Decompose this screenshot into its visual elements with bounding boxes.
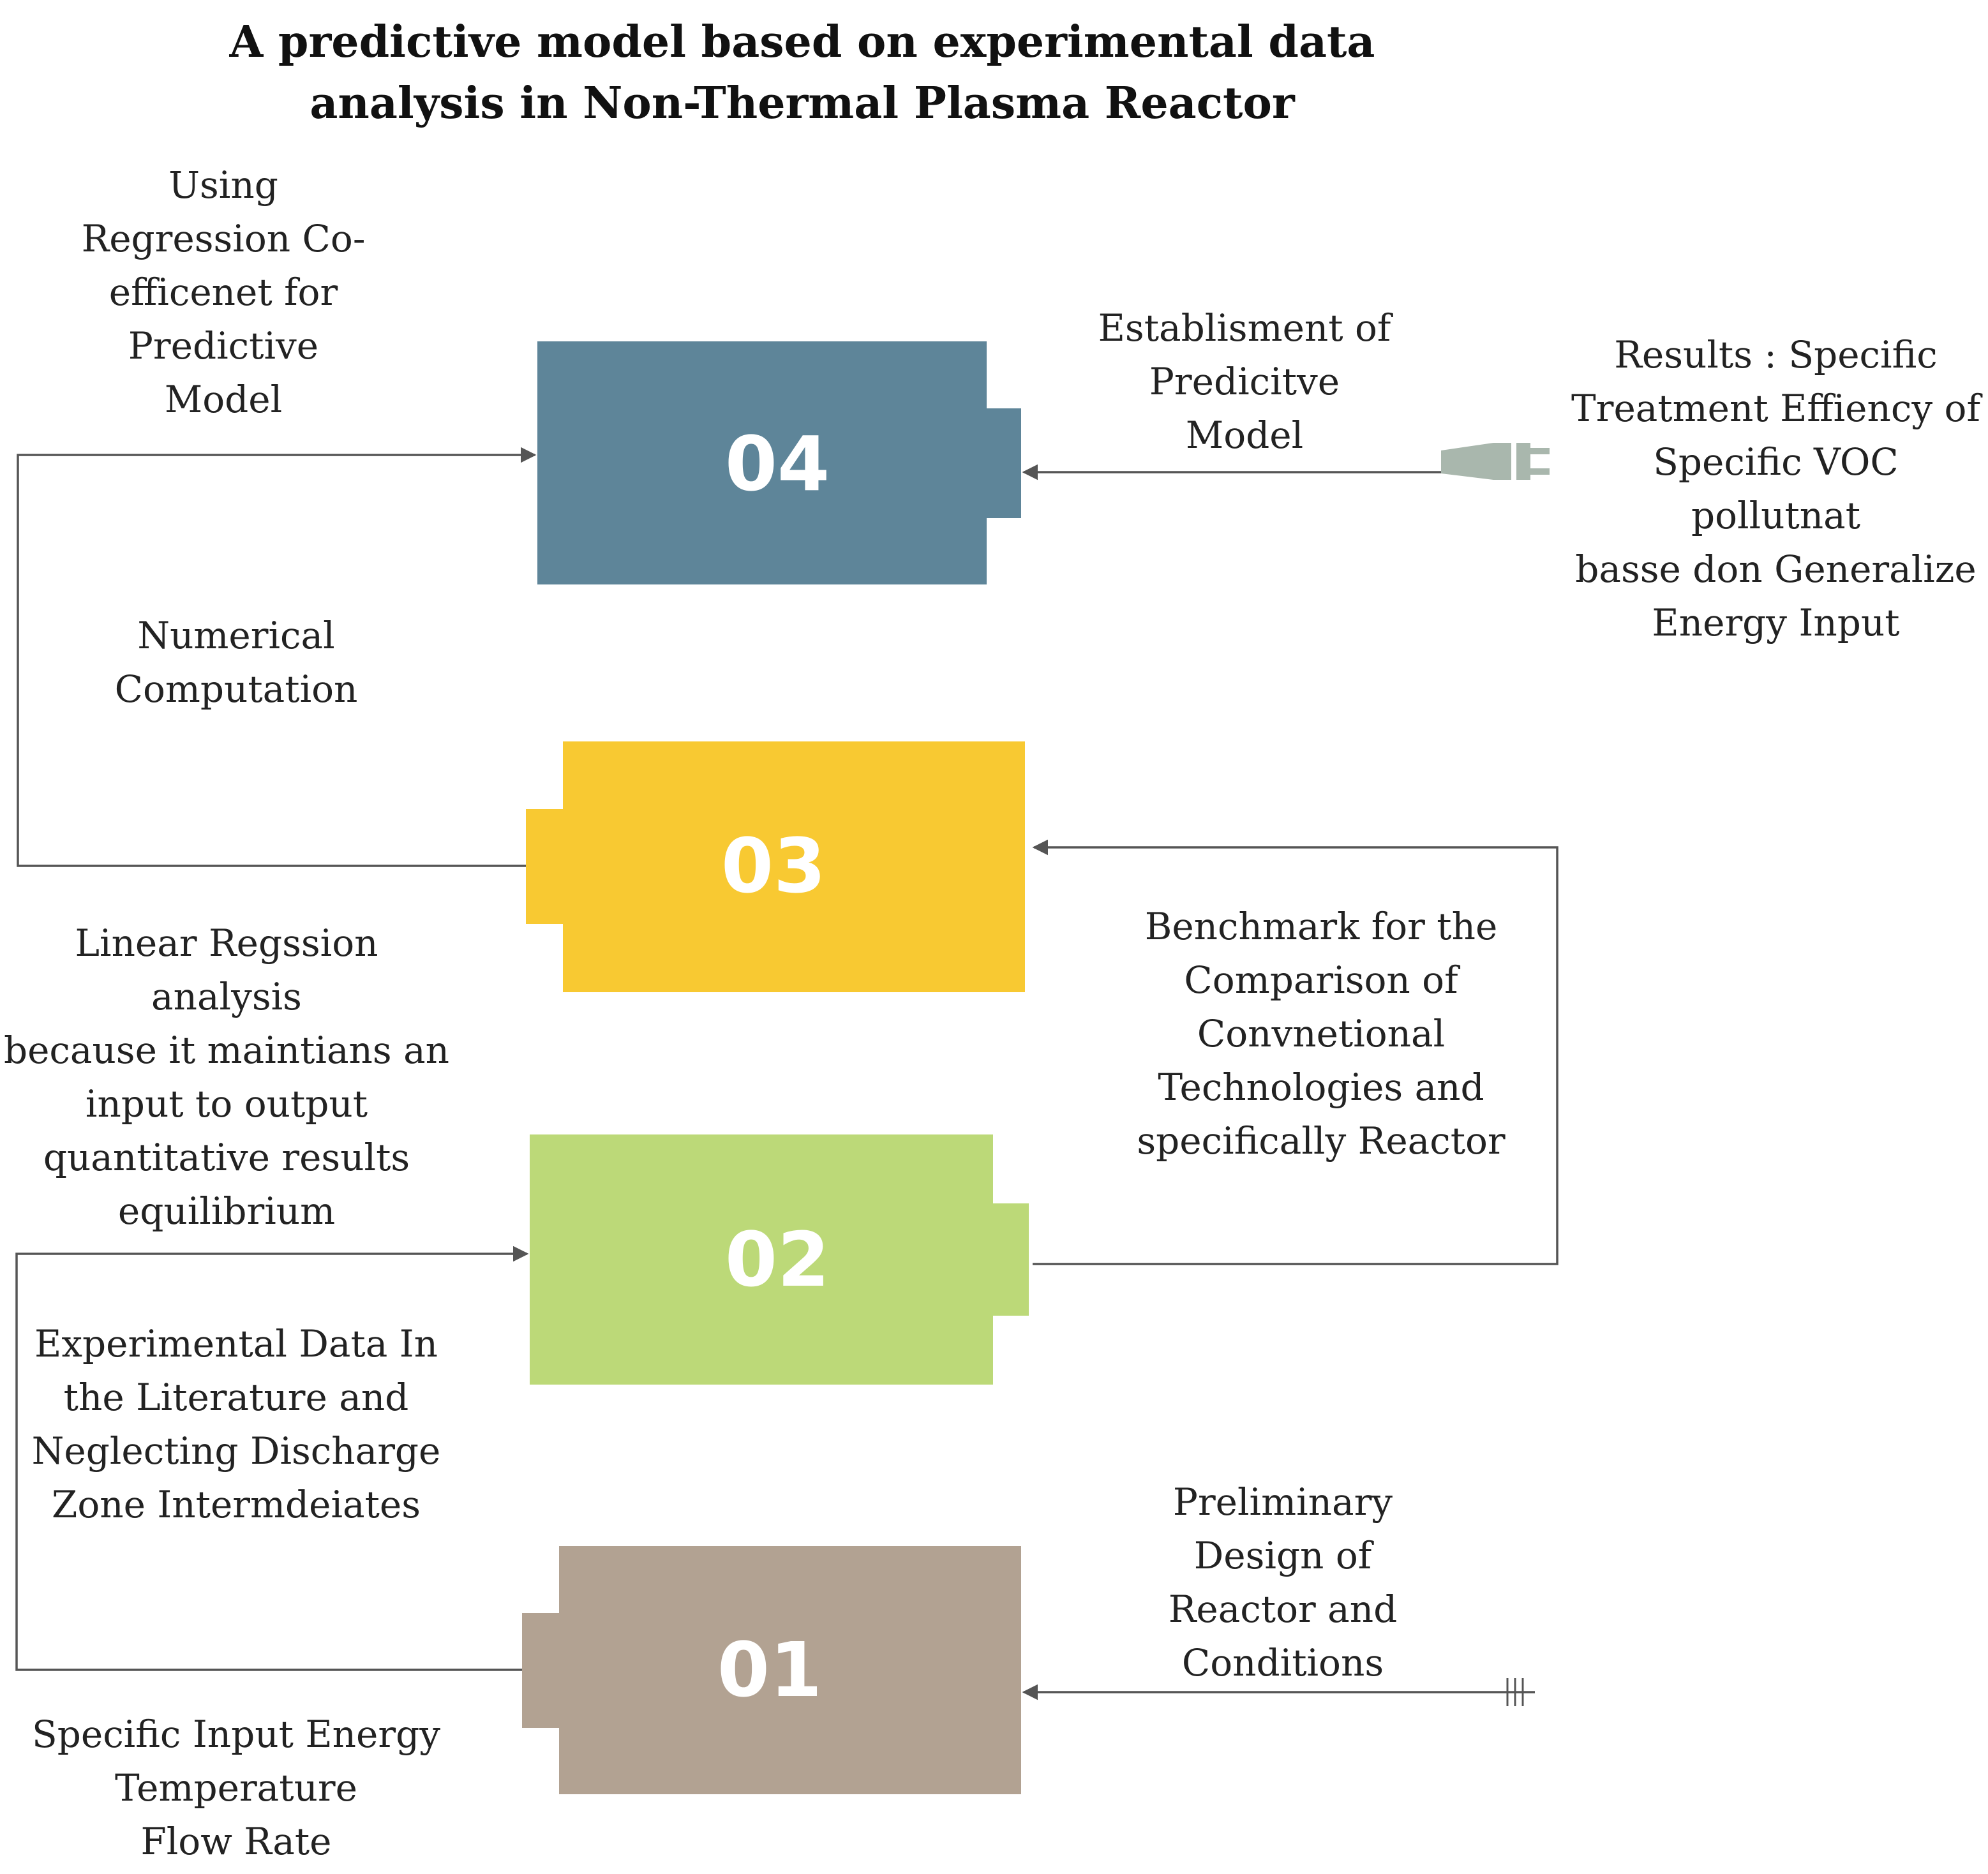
label-preliminary-design: Preliminary Design of Reactor and Condit…	[1168, 1480, 1398, 1684]
label-specific-input: Specific Input Energy Temperature Flow R…	[32, 1713, 440, 1863]
step-block-01: 01	[522, 1546, 1021, 1794]
label-experimental-data: Experimental Data In the Literature and …	[31, 1322, 441, 1526]
step-number-01: 01	[717, 1626, 822, 1714]
cable-end-icon	[1506, 1678, 1524, 1706]
step-number-04: 04	[725, 420, 830, 508]
label-numerical-computation: Numerical Computation	[114, 614, 358, 711]
connector-02-to-03	[1032, 839, 1558, 1265]
label-results: Results : Specific Treatment Effiency of…	[1571, 333, 1980, 644]
step-block-02: 02	[530, 1134, 1029, 1385]
label-benchmark: Benchmark for the Comparison of Convneti…	[1137, 905, 1506, 1163]
connector-01-to-02	[15, 1246, 529, 1671]
label-establishment: Establisment of Predicitve Model	[1098, 306, 1391, 457]
label-using-regression: Using Regression Co- efficenet for Predi…	[81, 163, 366, 421]
label-linear-regression: Linear Regssion analysis because it main…	[3, 921, 450, 1233]
step-block-04: 04	[537, 341, 1021, 584]
step-number-03: 03	[721, 822, 826, 910]
diagram-title: A predictive model based on experimental…	[229, 17, 1375, 129]
step-number-02: 02	[725, 1216, 830, 1304]
plug-icon	[1441, 443, 1550, 480]
connectors	[15, 447, 1558, 1700]
step-block-03: 03	[526, 741, 1025, 992]
connector-03-to-04	[17, 447, 537, 867]
